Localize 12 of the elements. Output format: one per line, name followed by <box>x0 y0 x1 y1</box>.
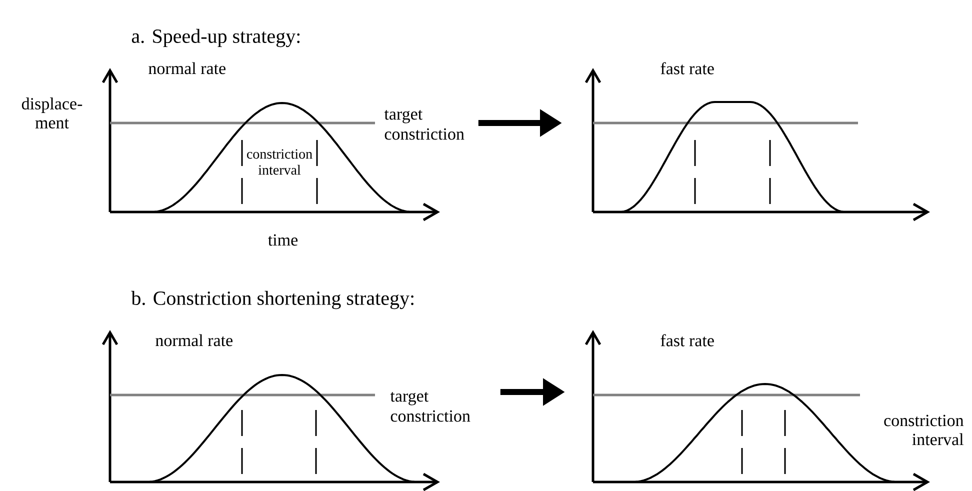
node-label: target constriction <box>390 392 470 422</box>
axis-label: displace- ment <box>22 98 82 128</box>
graph-title: fast rate <box>660 62 714 74</box>
graph-title: normal rate target constriction <box>148 62 464 140</box>
interval-label: constriction interval <box>884 414 964 446</box>
graph-title: normal rate target constriction <box>156 334 470 422</box>
interval-label: constriction interval <box>247 149 312 175</box>
node-label: normal rate <box>156 334 232 346</box>
node-label: normal rate <box>148 62 226 74</box>
node-label: target constriction <box>384 110 464 140</box>
graph-title: fast rate <box>660 334 714 346</box>
section-heading: b. Constriction shortening strategy: <box>131 290 414 310</box>
